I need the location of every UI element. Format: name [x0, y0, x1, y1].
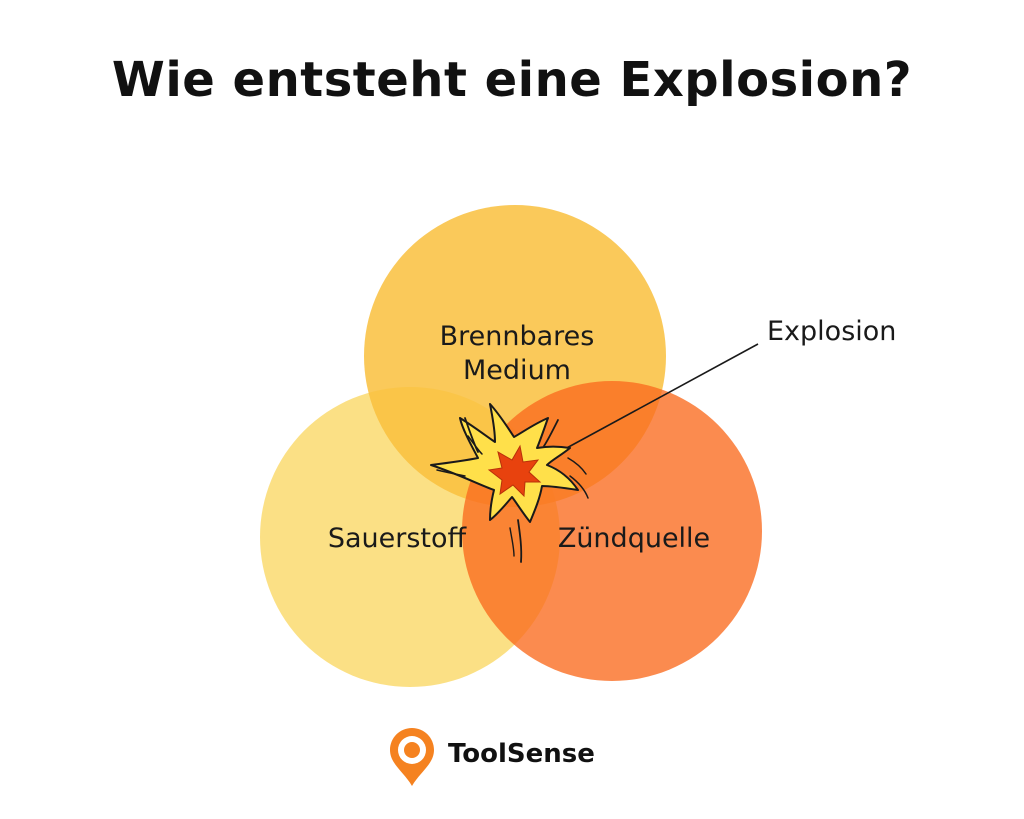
burst-spark-3	[543, 419, 559, 447]
label-oxygen: Sauerstoff	[328, 523, 468, 554]
burst-spark-1	[464, 417, 479, 453]
burst-spark-6	[517, 519, 523, 563]
burst-spark-5	[569, 475, 589, 499]
burst-spark-2	[467, 435, 483, 455]
label-fuel-line1: Brennbares	[440, 321, 595, 352]
explosion-leader-line	[562, 343, 759, 451]
burst-spark-8	[436, 469, 466, 477]
burst-inner-shape	[487, 444, 542, 498]
brand-logo: ToolSense	[388, 726, 595, 788]
burst-spark-7	[509, 527, 515, 557]
page-title: Wie entsteht eine Explosion?	[111, 52, 913, 108]
label-explosion: Explosion	[767, 316, 896, 347]
label-ignition: Zündquelle	[558, 523, 710, 554]
explosion-burst-icon	[430, 403, 589, 563]
brand-name: ToolSense	[448, 739, 595, 769]
label-fuel-line2: Medium	[463, 355, 571, 386]
location-pin-icon	[390, 728, 434, 786]
burst-spark-4	[567, 457, 587, 475]
